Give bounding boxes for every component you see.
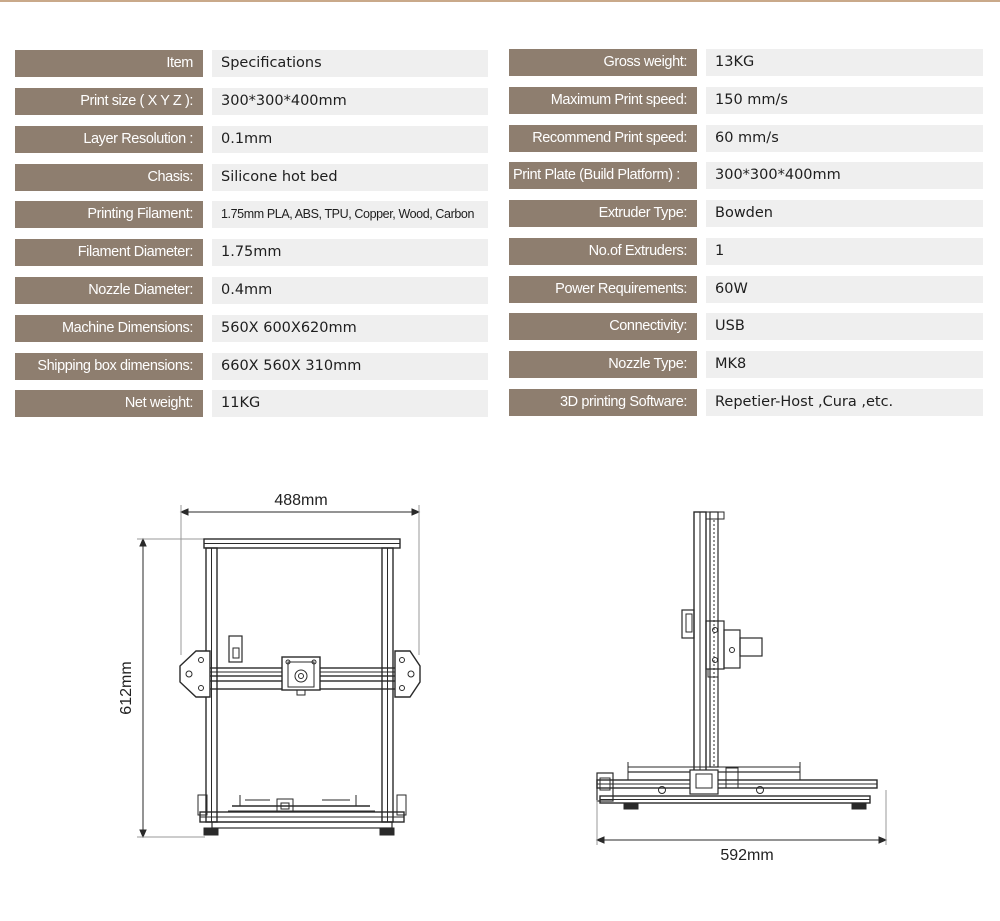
spec-value: 150 mm/s xyxy=(706,87,983,114)
side-view-drawing xyxy=(595,511,888,845)
spec-value: MK8 xyxy=(706,351,983,378)
spec-label: Power Requirements: xyxy=(509,276,697,303)
front-view-drawing xyxy=(137,505,421,839)
front-height-label: 612mm xyxy=(118,661,135,714)
spec-label: Filament Diameter: xyxy=(15,239,203,266)
spec-label: Net weight: xyxy=(15,390,203,417)
spec-value: 300*300*400mm xyxy=(212,88,488,115)
spec-label: Extruder Type: xyxy=(509,200,697,227)
spec-value: 560X 600X620mm xyxy=(212,315,488,342)
spec-label: Connectivity: xyxy=(509,313,697,340)
spec-value: 1.75mm PLA, ABS, TPU, Copper, Wood, Carb… xyxy=(212,201,488,228)
spec-label: Nozzle Diameter: xyxy=(15,277,203,304)
spec-value: Bowden xyxy=(706,200,983,227)
spec-value: 1 xyxy=(706,238,983,265)
spec-label: Shipping box dimensions: xyxy=(15,353,203,380)
spec-value: 0.4mm xyxy=(212,277,488,304)
spec-value: 60 mm/s xyxy=(706,125,983,152)
front-width-label: 488mm xyxy=(274,492,327,509)
spec-value: Specifications xyxy=(212,50,488,77)
spec-label: Maximum Print speed: xyxy=(509,87,697,114)
spec-label: Item xyxy=(15,50,203,77)
spec-label: Printing Filament: xyxy=(15,201,203,228)
top-accent-line xyxy=(0,0,1000,2)
spec-label: Machine Dimensions: xyxy=(15,315,203,342)
spec-value: USB xyxy=(706,313,983,340)
spec-label: Layer Resolution : xyxy=(15,126,203,153)
spec-value: 300*300*400mm xyxy=(706,162,983,189)
spec-label: Recommend Print speed: xyxy=(509,125,697,152)
spec-label: Print Plate (Build Platform) : xyxy=(509,162,697,189)
spec-label: Nozzle Type: xyxy=(509,351,697,378)
spec-value: 0.1mm xyxy=(212,126,488,153)
spec-value: 11KG xyxy=(212,390,488,417)
spec-label: Chasis: xyxy=(15,164,203,191)
spec-label: 3D printing Software: xyxy=(509,389,697,416)
spec-label: Print size ( X Y Z ): xyxy=(15,88,203,115)
spec-value: 660X 560X 310mm xyxy=(212,353,488,380)
spec-value: 1.75mm xyxy=(212,239,488,266)
spec-label: Gross weight: xyxy=(509,49,697,76)
spec-label: No.of Extruders: xyxy=(509,238,697,265)
spec-value: 13KG xyxy=(706,49,983,76)
spec-value: Silicone hot bed xyxy=(212,164,488,191)
spec-value: 60W xyxy=(706,276,983,303)
spec-value: Repetier-Host ,Cura ,etc. xyxy=(706,389,983,416)
side-width-label: 592mm xyxy=(720,847,773,864)
